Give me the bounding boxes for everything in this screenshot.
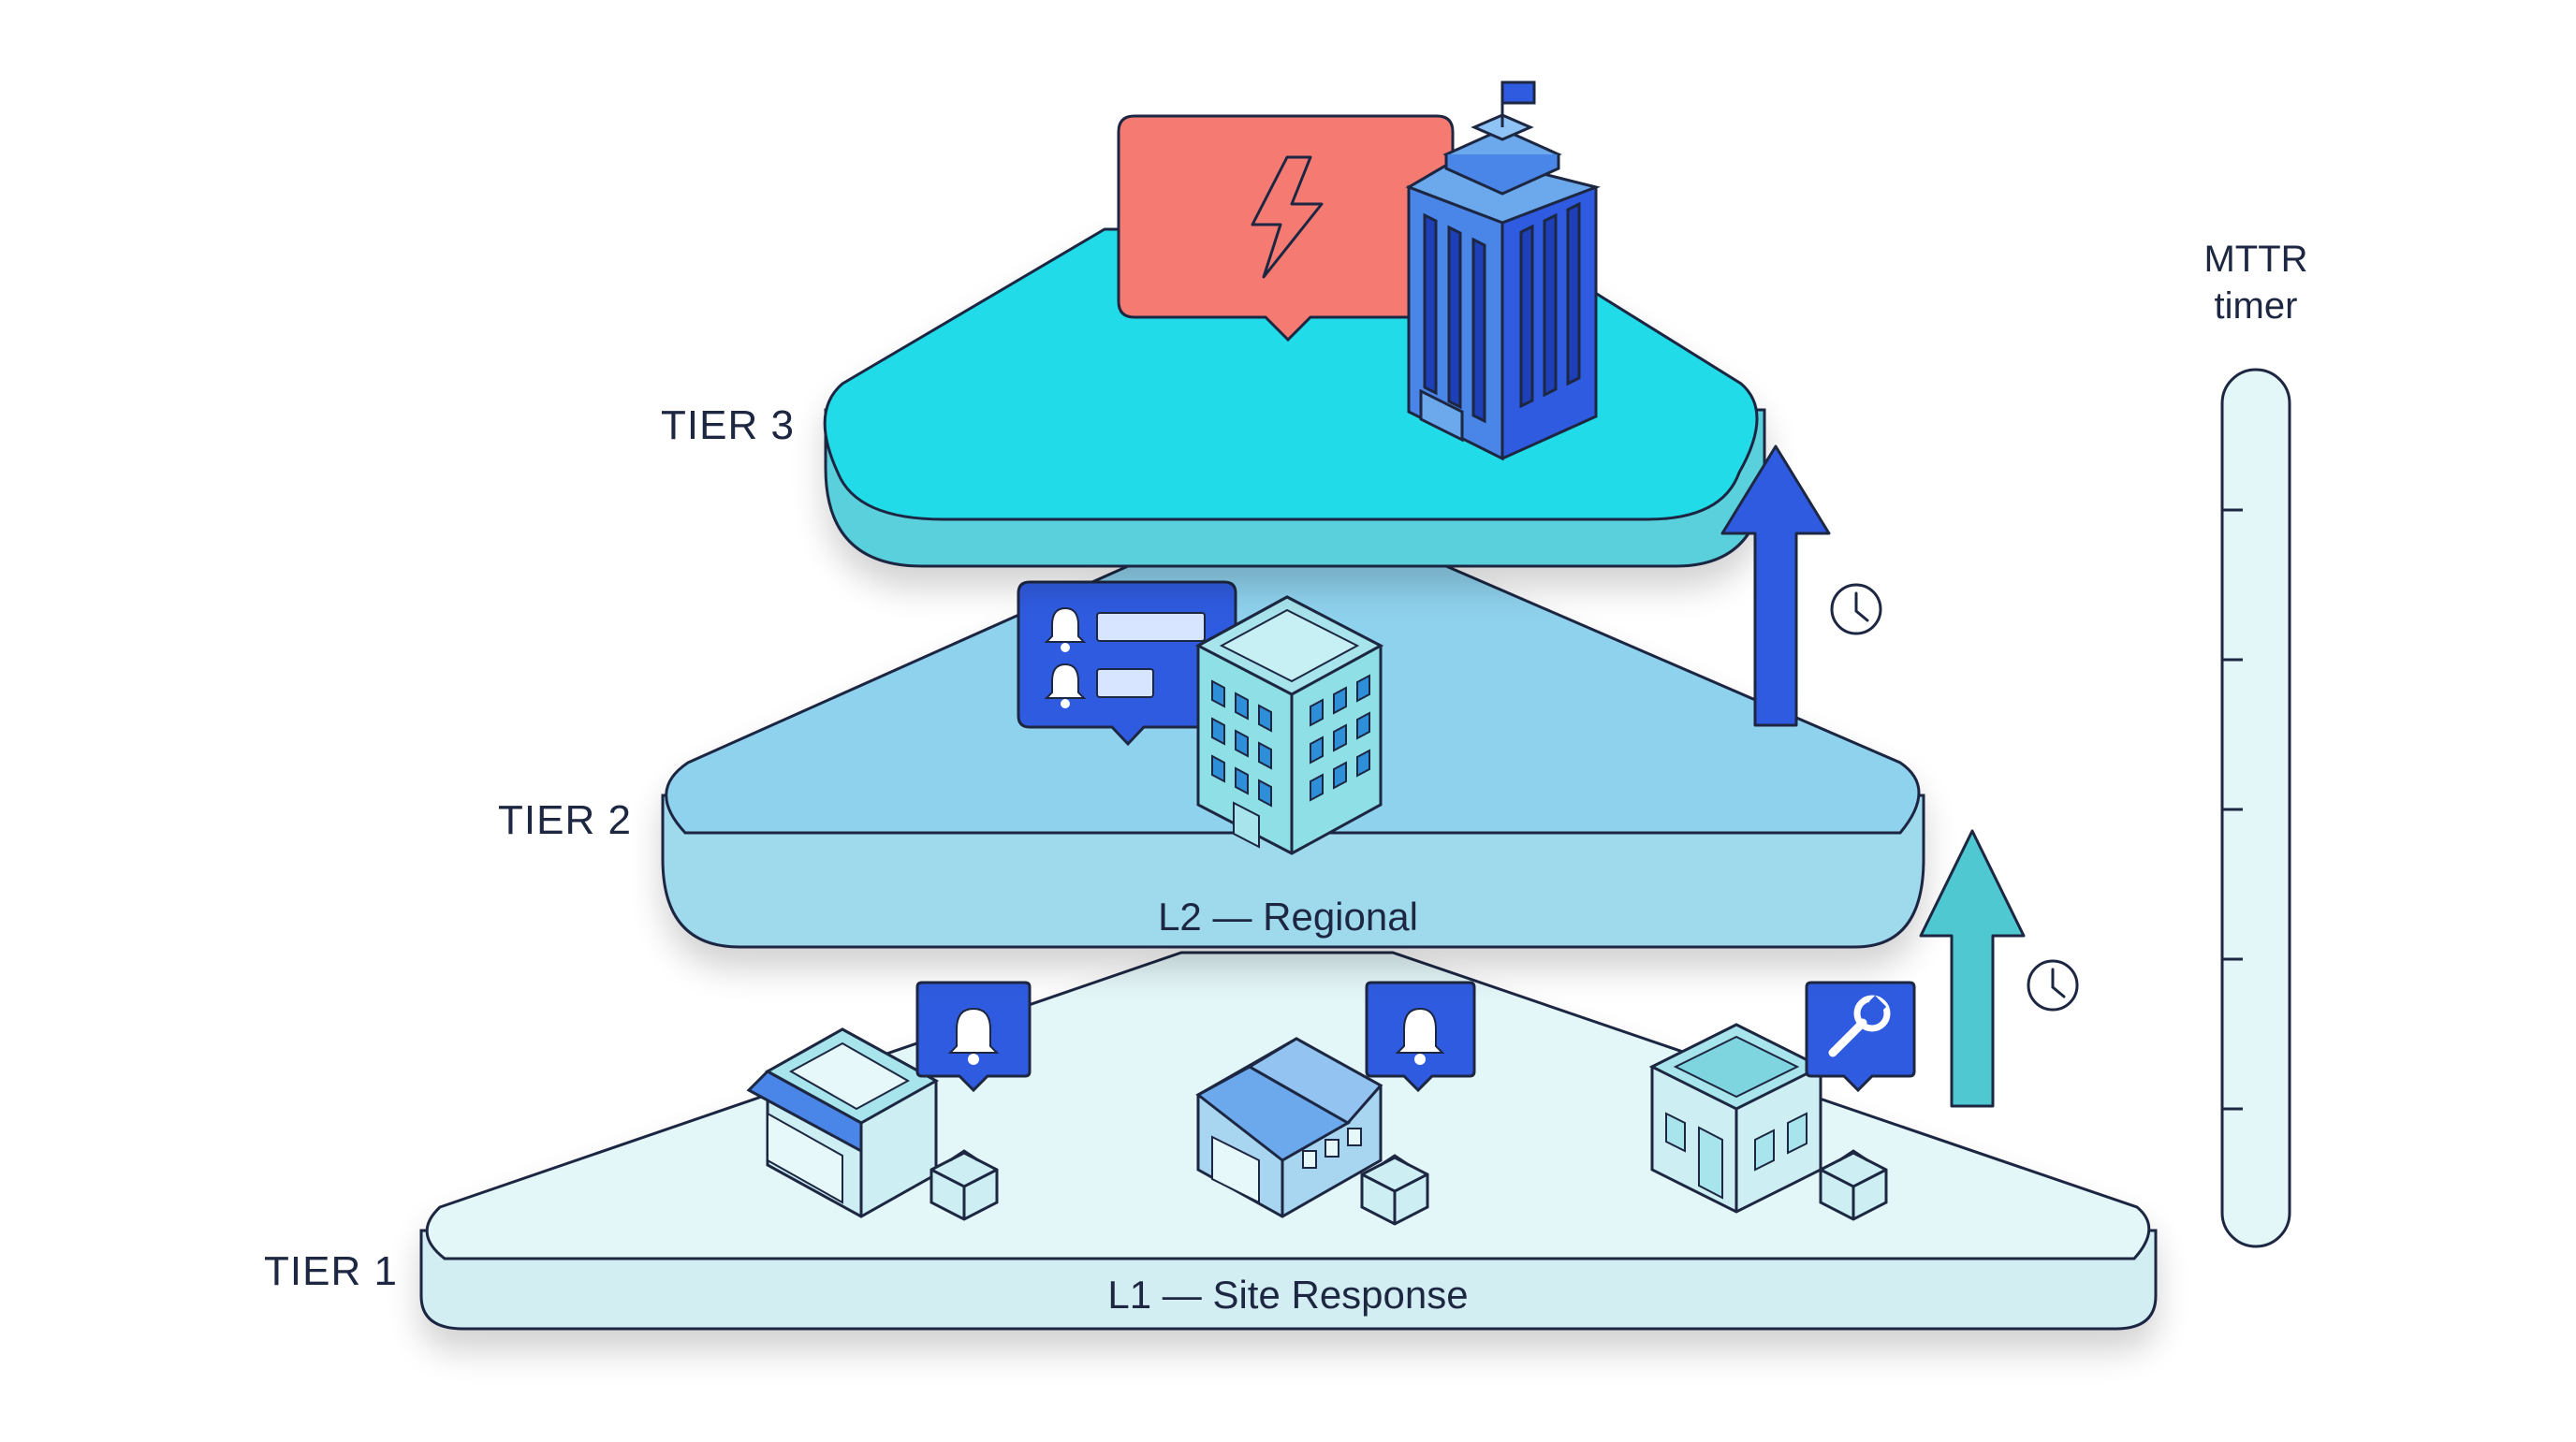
toolbox-icon [929, 1149, 999, 1221]
alert-badge [1365, 981, 1476, 1093]
escalation-arrow-tier1-to-tier2 [1919, 829, 2026, 1108]
escalation-arrow-tier2-to-tier3 [1720, 444, 1831, 727]
timer-ticks [2222, 508, 2243, 1111]
office-building [1194, 595, 1384, 855]
notification-panel [1017, 580, 1237, 747]
toolbox-icon [1819, 1149, 1888, 1221]
tier1-label: TIER 1 [264, 1248, 398, 1294]
headquarters-tower [1405, 80, 1602, 461]
tier1-layer-name: L1 — Site Response [1107, 1273, 1468, 1317]
clock-icon [1830, 583, 1882, 635]
tier3-label: TIER 3 [661, 402, 795, 448]
message-bar [1096, 612, 1206, 642]
warehouse-building [1195, 1037, 1383, 1218]
bell-icon [1395, 1007, 1445, 1065]
message-bar [1096, 668, 1154, 698]
bell-icon [947, 1007, 1000, 1065]
storefront-building [746, 1027, 940, 1218]
mttr-timer-label: MTTR timer [2144, 236, 2368, 329]
mttr-timer-bar [2220, 368, 2291, 1248]
bell-icon [1044, 606, 1087, 652]
incident-alert-bubble [1117, 114, 1455, 342]
alert-badge [915, 981, 1032, 1093]
wrench-icon [1828, 995, 1891, 1057]
clock-icon [2027, 959, 2079, 1012]
alert-badge [1805, 981, 1916, 1093]
toolbox-icon [1360, 1154, 1429, 1226]
lightning-icon [1251, 155, 1324, 279]
mttr-timer-label-line2: timer [2214, 285, 2298, 327]
small-office-building [1648, 1023, 1824, 1214]
flag-icon [1500, 80, 1536, 127]
tier2-label: TIER 2 [498, 797, 632, 843]
mttr-timer-label-line1: MTTR [2203, 239, 2308, 280]
tier2-layer-name: L2 — Regional [1158, 895, 1418, 939]
bell-icon [1044, 663, 1087, 708]
office-windows [1211, 674, 1370, 808]
